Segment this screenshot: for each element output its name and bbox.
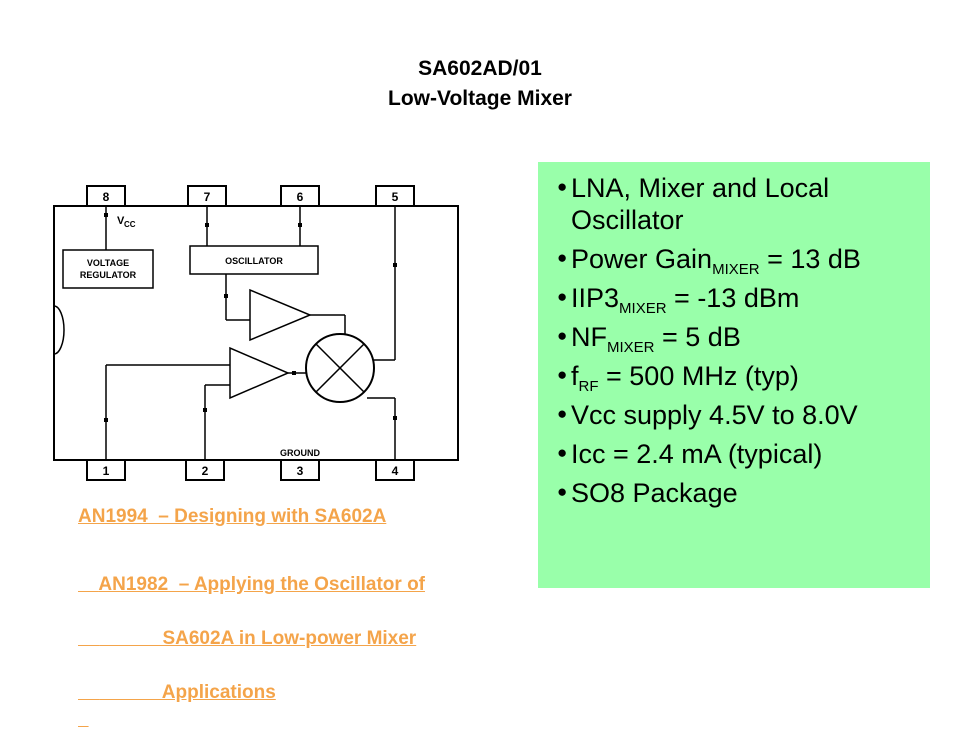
package-outline xyxy=(53,205,459,461)
voltage-regulator-block xyxy=(62,249,154,289)
pin-2: 2 xyxy=(185,459,225,481)
feature-item: LNA, Mixer and Local Oscillator xyxy=(557,171,914,236)
link-an1982-line-1: AN1982 – Applying the Oscillator of xyxy=(98,574,426,595)
svg-text:8: 8 xyxy=(103,190,110,204)
svg-text:7: 7 xyxy=(204,190,211,204)
svg-text:VOLTAGE: VOLTAGE xyxy=(87,258,129,268)
feature-item: fRF = 500 MHz (typ) xyxy=(557,359,914,394)
feature-item: Power GainMIXER = 13 dB xyxy=(557,242,914,277)
oscillator-block xyxy=(189,245,319,275)
svg-text:4: 4 xyxy=(392,464,399,478)
pin-6: 6 xyxy=(280,185,320,207)
svg-text:3: 3 xyxy=(297,464,304,478)
link-an1994[interactable]: AN1994 – Designing with SA602A xyxy=(78,506,387,527)
pin-3: 3 xyxy=(280,459,320,481)
lo-amplifier xyxy=(249,288,312,342)
svg-text:REGULATOR: REGULATOR xyxy=(80,270,137,280)
svg-text:5: 5 xyxy=(392,190,399,204)
pin-5: 5 xyxy=(375,185,415,207)
pin-8: 8 xyxy=(86,185,126,207)
block-diagram: 8 7 6 5 1 2 3 4 V CC VOLTAGE REGULATOR O… xyxy=(53,185,459,481)
feature-item: Vcc supply 4.5V to 8.0V xyxy=(557,398,914,431)
link-an1982-line-3: Applications xyxy=(99,682,276,703)
pin-7: 7 xyxy=(187,185,227,207)
feature-item: NFMIXER = 5 dB xyxy=(557,320,914,355)
page-title: SA602AD/01 xyxy=(418,57,542,80)
link-an1982-line-2: SA602A in Low-power Mixer xyxy=(99,628,417,649)
feature-item: IIP3MIXER = -13 dBm xyxy=(557,281,914,316)
pin-4: 4 xyxy=(375,459,415,481)
svg-text:6: 6 xyxy=(297,190,304,204)
svg-text:1: 1 xyxy=(103,464,110,478)
vcc-label: V xyxy=(117,215,125,227)
link-an1982[interactable]: AN1982 – Applying the Oscillator of SA60… xyxy=(78,544,425,733)
package-notch xyxy=(53,305,65,355)
svg-text:CC: CC xyxy=(124,220,136,229)
ground-label: GROUND xyxy=(280,448,320,458)
app-notes-links: AN1994 – Designing with SA602A AN1982 – … xyxy=(78,503,425,733)
svg-text:OSCILLATOR: OSCILLATOR xyxy=(225,256,283,266)
feature-item: SO8 Package xyxy=(557,476,914,509)
rf-amplifier xyxy=(229,346,290,400)
feature-item: Icc = 2.4 mA (typical) xyxy=(557,437,914,470)
page-subtitle: Low-Voltage Mixer xyxy=(388,87,572,110)
svg-text:2: 2 xyxy=(202,464,209,478)
features-box: LNA, Mixer and Local Oscillator Power Ga… xyxy=(538,162,930,588)
pin-1: 1 xyxy=(86,459,126,481)
